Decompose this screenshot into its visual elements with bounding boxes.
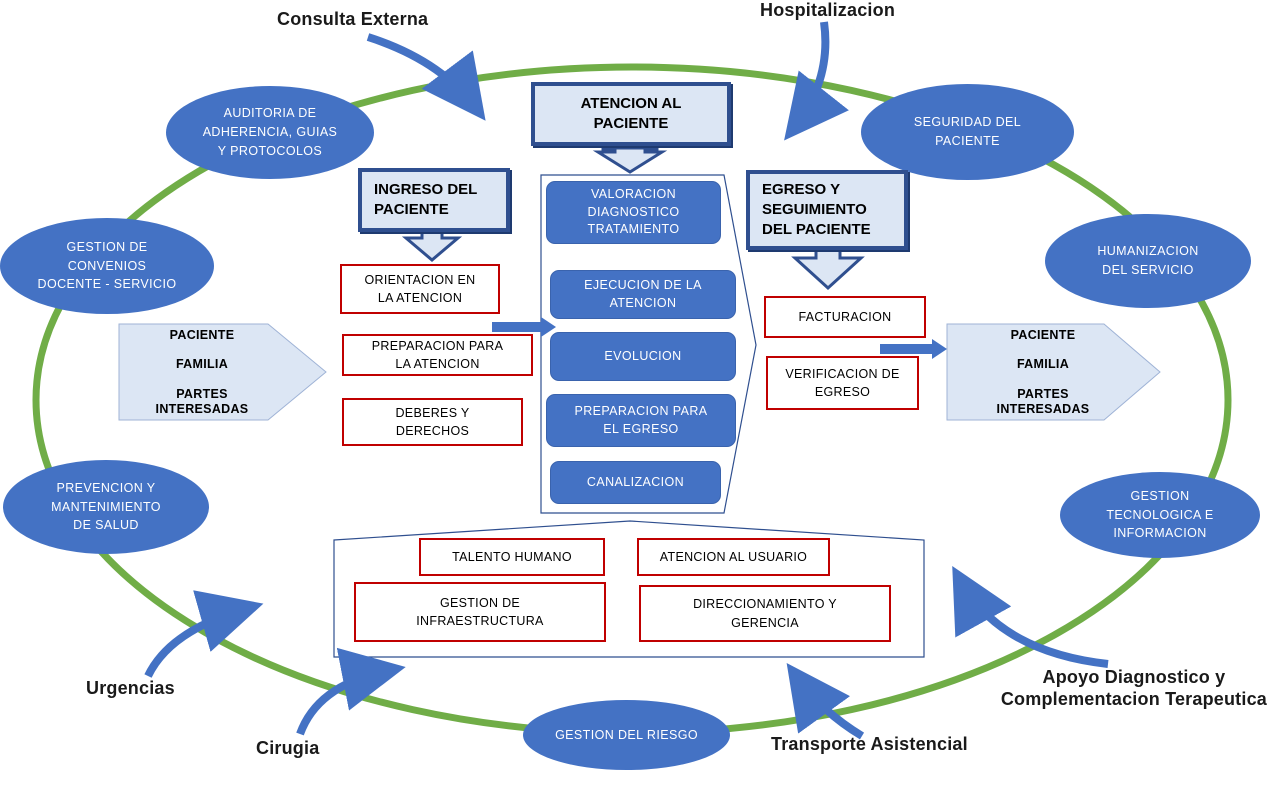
ingreso-header-chevron — [401, 230, 463, 262]
atencion-step-valoracion: VALORACION DIAGNOSTICO TRATAMIENTO — [546, 181, 721, 244]
humanizacion-oval: HUMANIZACION DEL SERVICIO — [1045, 214, 1251, 308]
input-familia: FAMILIA — [175, 357, 229, 372]
transporte-arrow — [786, 663, 865, 740]
atencion-header-chevron — [592, 146, 668, 174]
cirugia-label: Cirugia — [256, 738, 320, 758]
prevencion-oval: PREVENCION Y MANTENIMIENTO DE SALUD — [3, 460, 209, 554]
support-item-direccionamiento: DIRECCIONAMIENTO Y GERENCIA — [639, 585, 891, 642]
support-item-talento: TALENTO HUMANO — [419, 538, 605, 576]
convenios-oval: GESTION DE CONVENIOS DOCENTE - SERVICIO — [0, 218, 214, 314]
ingreso-item-orientacion: ORIENTACION EN LA ATENCION — [340, 264, 500, 314]
input-stakeholders-shape — [118, 323, 327, 421]
riesgo-oval: GESTION DEL RIESGO — [523, 700, 730, 770]
atencion-step-evolucion: EVOLUCION — [550, 332, 736, 381]
support-item-infraestructura: GESTION DE INFRAESTRUCTURA — [354, 582, 606, 642]
atencion-step-ejecucion: EJECUCION DE LA ATENCION — [550, 270, 736, 319]
cirugia-arrow — [296, 647, 406, 736]
consulta-externa-label: Consulta Externa — [277, 9, 429, 29]
input-partes: PARTES INTERESADAS — [155, 386, 249, 417]
tecnologica-oval: GESTION TECNOLOGICA E INFORMACION — [1060, 472, 1260, 558]
egreso-to-output-arrow — [880, 339, 947, 359]
egreso-item-verificacion: VERIFICACION DE EGRESO — [766, 356, 919, 410]
input-stakeholders: PACIENTE FAMILIA PARTES INTERESADAS — [128, 328, 276, 418]
hospitalizacion-arrow — [784, 21, 849, 141]
ingreso-item-deberes: DEBERES Y DERECHOS — [342, 398, 523, 446]
input-paciente: PACIENTE — [169, 328, 235, 342]
urgencias-label: Urgencias — [86, 678, 175, 698]
output-stakeholders: PACIENTE FAMILIA PARTES INTERESADAS — [972, 328, 1114, 418]
apoyo-label: Apoyo Diagnostico y Complementacion Tera… — [1000, 667, 1267, 709]
ingreso-header: INGRESO DEL PACIENTE — [358, 168, 510, 232]
ingreso-item-preparacion: PREPARACION PARA LA ATENCION — [342, 334, 533, 376]
transporte-label: Transporte Asistencial — [771, 734, 968, 754]
atencion-step-canalizacion: CANALIZACION — [550, 461, 721, 504]
output-partes: PARTES INTERESADAS — [996, 386, 1090, 417]
egreso-header-chevron — [791, 248, 865, 291]
egreso-header: EGRESO Y SEGUIMIENTO DEL PACIENTE — [746, 170, 908, 250]
auditoria-oval: AUDITORIA DE ADHERENCIA, GUIAS Y PROTOCO… — [166, 86, 374, 179]
apoyo-arrow — [952, 566, 1109, 668]
output-stakeholders-shape — [946, 323, 1161, 421]
egreso-item-facturacion: FACTURACION — [764, 296, 926, 338]
ingreso-to-atencion-arrow — [492, 317, 556, 337]
output-paciente: PACIENTE — [1010, 328, 1076, 342]
urgencias-arrow — [144, 590, 264, 678]
atencion-header: ATENCION AL PACIENTE — [531, 82, 731, 146]
consulta-externa-arrow — [366, 33, 486, 121]
support-item-atencion-usuario: ATENCION AL USUARIO — [637, 538, 830, 576]
atencion-step-preparacion-egreso: PREPARACION PARA EL EGRESO — [546, 394, 736, 447]
seguridad-oval: SEGURIDAD DEL PACIENTE — [861, 84, 1074, 180]
hospitalizacion-label: Hospitalizacion — [760, 0, 896, 20]
output-familia: FAMILIA — [1016, 357, 1070, 372]
